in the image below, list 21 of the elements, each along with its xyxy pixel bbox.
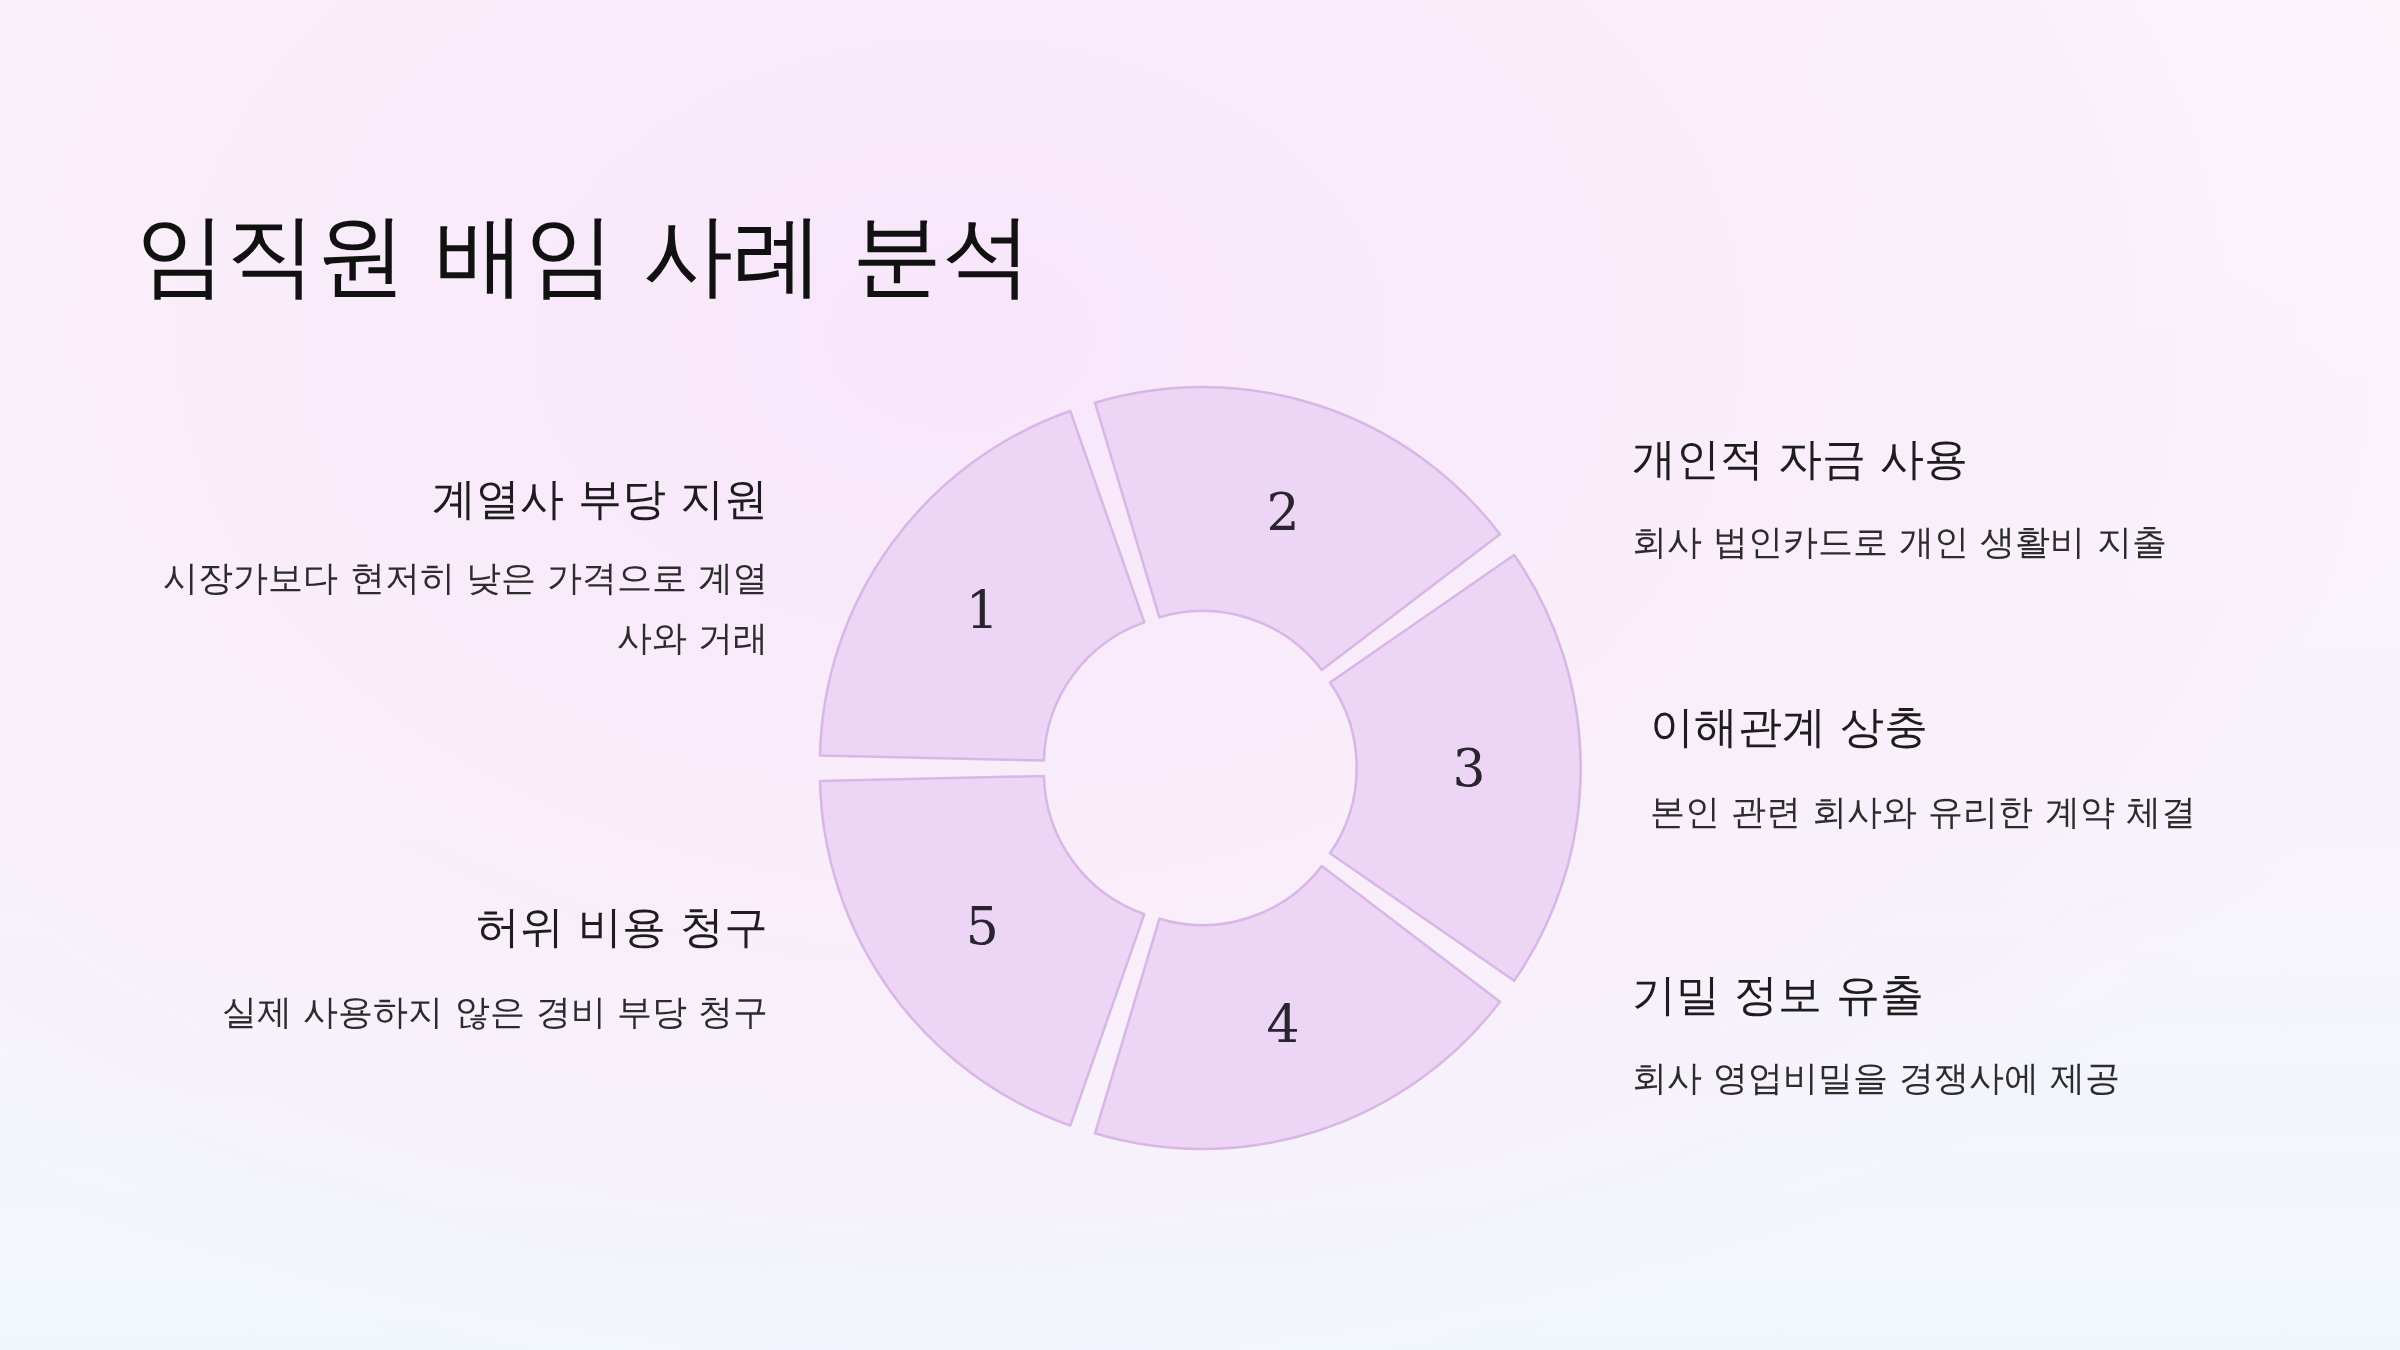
ring-segment [1092,385,1502,673]
ring-segment [1092,863,1502,1151]
case-description: 본인 관련 회사와 유리한 계약 체결 [1650,791,2197,834]
case-description: 시장가보다 현저히 낮은 가격으로 계열사와 거래 [162,557,768,660]
case-heading: 기밀 정보 유출 [1632,968,1924,1022]
ring-segment [818,408,1147,763]
title: 임직원 배임 사례 분석 [136,201,1032,309]
segment-number: 1 [965,579,999,640]
segment-number: 3 [1452,738,1486,798]
ring-segment [1328,553,1583,983]
ring-segment [818,773,1147,1128]
segment-number: 4 [1266,993,1300,1054]
case-description: 실제 사용하지 않은 경비 부당 청구 [221,991,768,1034]
case-description: 회사 영업비밀을 경쟁사에 제공 [1632,1057,2122,1100]
case-heading: 허위 비용 청구 [476,900,768,954]
segment-number: 2 [1266,482,1300,543]
segment-number: 5 [965,896,999,957]
case-description: 회사 법인카드로 개인 생활비 지출 [1632,521,2168,564]
case-heading: 이해관계 상충 [1650,700,1928,754]
case-heading: 개인적 자금 사용 [1632,432,1968,486]
case-heading: 계열사 부당 지원 [432,472,768,526]
